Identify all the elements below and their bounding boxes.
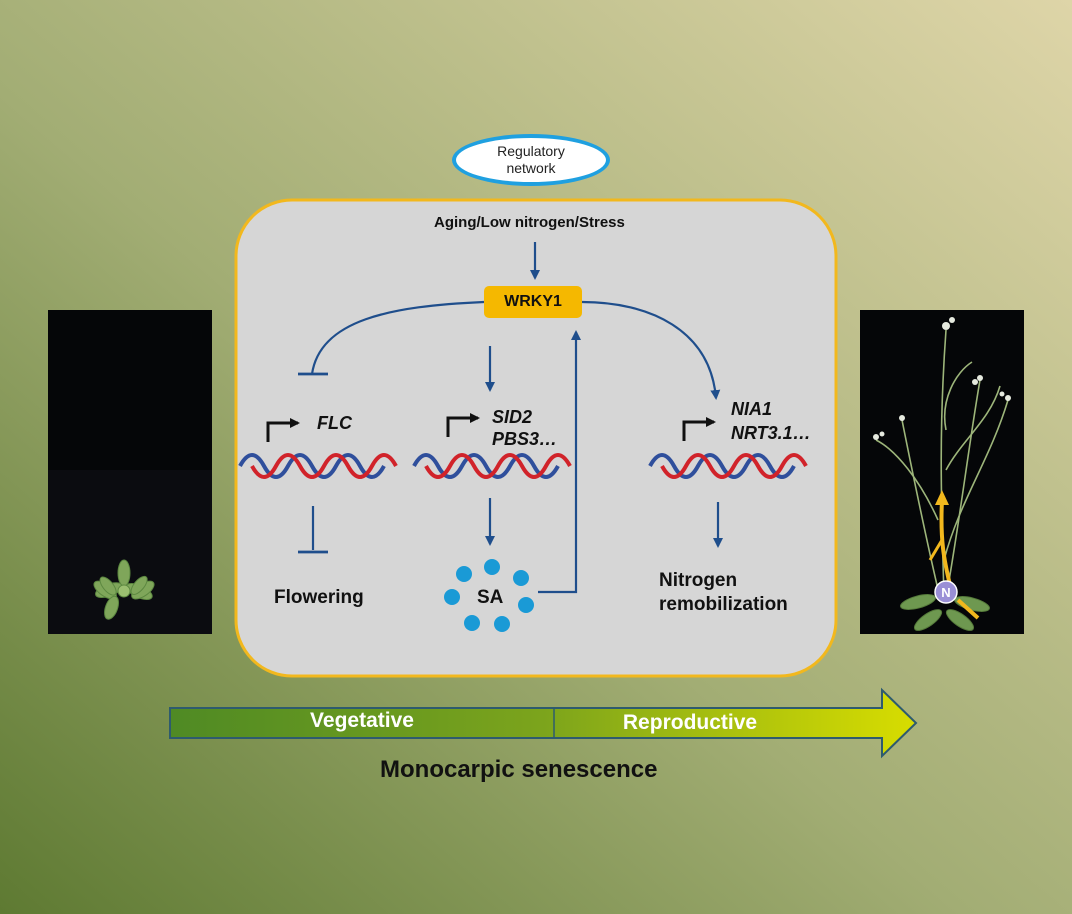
promoter-arrows xyxy=(266,413,716,442)
nitrogen-marker-label: N xyxy=(941,584,951,600)
gene-flc: FLC xyxy=(317,413,352,433)
timeline-title: Monocarpic senescence xyxy=(380,756,658,783)
regulatory-box xyxy=(234,198,838,678)
gene-sid2: SID2 xyxy=(492,407,533,427)
arrows xyxy=(298,242,723,594)
phase-vegetative: Vegetative xyxy=(310,709,414,732)
dna-nia1 xyxy=(648,453,808,479)
reproductive-plant-photo xyxy=(860,310,1024,634)
wrky1-label: WRKY1 xyxy=(504,293,562,310)
outcome-sa: SA xyxy=(477,587,504,608)
timeline-arrow xyxy=(169,687,918,759)
dna-sid2 xyxy=(412,453,572,479)
regulatory-network-label: Regulatory network xyxy=(497,143,565,176)
vegetative-plant-photo xyxy=(48,310,212,634)
input-signals-label: Aging/Low nitrogen/Stress xyxy=(434,214,625,231)
dna-helices xyxy=(238,453,808,479)
wrky1-node: WRKY1 xyxy=(484,286,582,318)
regulatory-network-bubble: Regulatory network xyxy=(452,134,610,186)
nitrogen-marker xyxy=(934,580,958,604)
phase-reproductive: Reproductive xyxy=(622,711,758,734)
dna-flc xyxy=(238,453,398,479)
sa-molecules xyxy=(444,559,534,632)
gene-nia1: NIA1 xyxy=(731,399,773,419)
gene-pbs3: PBS3… xyxy=(492,429,558,449)
gene-nrt3: NRT3.1… xyxy=(731,423,811,443)
outcome-nitrogen: Nitrogen xyxy=(659,570,738,591)
outcome-flowering: Flowering xyxy=(274,587,364,608)
outcome-remobilization: remobilization xyxy=(659,594,788,615)
